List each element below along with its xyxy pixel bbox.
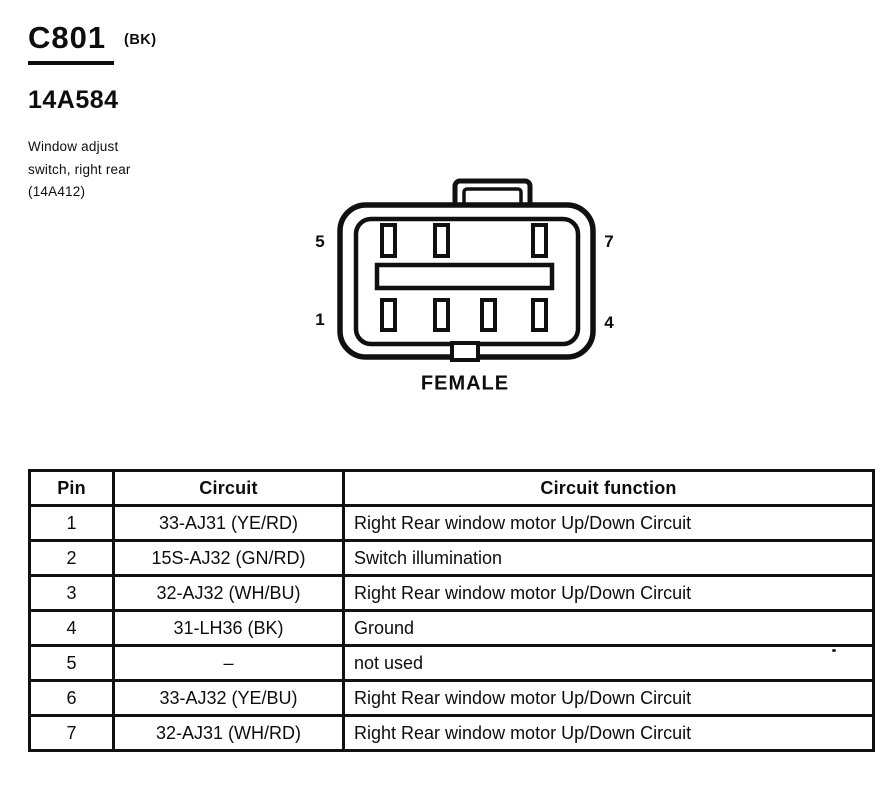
- connector-id-title: C801: [28, 20, 115, 65]
- header-pin: Pin: [28, 469, 115, 507]
- pin-number-label-4: 4: [604, 313, 614, 332]
- function-cell: Right Rear window motor Up/Down Circuit: [342, 714, 875, 752]
- function-cell: not used: [342, 644, 875, 682]
- pinout-table: Pin Circuit Circuit function 1 33-AJ31 (…: [28, 469, 875, 752]
- pin-number-label-5: 5: [315, 232, 325, 251]
- connector-color-code: (BK): [124, 32, 157, 48]
- pin-slot-3: [480, 298, 497, 332]
- pin-cell: 6: [28, 679, 115, 717]
- pin-number-label-1: 1: [315, 310, 325, 329]
- pin-cell: 3: [28, 574, 115, 612]
- index-notch: [450, 341, 480, 362]
- pin-cell: 5: [28, 644, 115, 682]
- scan-artifact-dot: [832, 649, 836, 652]
- circuit-cell: 15S-AJ32 (GN/RD): [112, 539, 345, 577]
- circuit-cell: 32-AJ32 (WH/BU): [112, 574, 345, 612]
- circuit-cell: –: [112, 644, 345, 682]
- pin-cell: 7: [28, 714, 115, 752]
- pin-cell: 1: [28, 504, 115, 542]
- function-cell: Right Rear window motor Up/Down Circuit: [342, 504, 875, 542]
- circuit-cell: 33-AJ31 (YE/RD): [112, 504, 345, 542]
- function-cell: Ground: [342, 609, 875, 647]
- header-function: Circuit function: [342, 469, 875, 507]
- table-row: 4 31-LH36 (BK) Ground: [28, 609, 875, 647]
- table-row: 1 33-AJ31 (YE/RD) Right Rear window moto…: [28, 504, 875, 542]
- pin-slot-6: [433, 223, 450, 258]
- table-row: 7 32-AJ31 (WH/RD) Right Rear window moto…: [28, 714, 875, 752]
- function-cell: Right Rear window motor Up/Down Circuit: [342, 679, 875, 717]
- pin-slot-7: [531, 223, 548, 258]
- component-description: Window adjust switch, right rear (14A412…: [28, 136, 131, 204]
- pin-number-label-7: 7: [604, 232, 614, 251]
- circuit-cell: 32-AJ31 (WH/RD): [112, 714, 345, 752]
- part-number: 14A584: [28, 86, 119, 114]
- header-circuit: Circuit: [112, 469, 345, 507]
- table-row: 2 15S-AJ32 (GN/RD) Switch illumination: [28, 539, 875, 577]
- table-row: 3 32-AJ32 (WH/BU) Right Rear window moto…: [28, 574, 875, 612]
- pin-slot-5: [380, 223, 397, 258]
- pin-slot-1: [380, 298, 397, 332]
- connector-diagram: 5 7 1 4 FEMALE: [300, 173, 614, 413]
- connector-gender-label: FEMALE: [420, 372, 510, 395]
- circuit-cell: 33-AJ32 (YE/BU): [112, 679, 345, 717]
- description-line-1: Window adjust: [28, 139, 119, 154]
- table-header-row: Pin Circuit Circuit function: [28, 469, 875, 507]
- table-row: 6 33-AJ32 (YE/BU) Right Rear window moto…: [28, 679, 875, 717]
- circuit-cell: 31-LH36 (BK): [112, 609, 345, 647]
- pin-slot-4: [531, 298, 548, 332]
- table-row: 5 – not used: [28, 644, 875, 682]
- pin-slot-2: [433, 298, 450, 332]
- keyway-bar: [374, 262, 555, 291]
- pin-cell: 4: [28, 609, 115, 647]
- pin-cell: 2: [28, 539, 115, 577]
- description-line-2: switch, right rear: [28, 161, 131, 177]
- description-line-3: (14A412): [28, 184, 86, 199]
- function-cell: Switch illumination: [342, 539, 875, 577]
- connector-face-icon: [337, 178, 596, 362]
- function-cell: Right Rear window motor Up/Down Circuit: [342, 574, 875, 612]
